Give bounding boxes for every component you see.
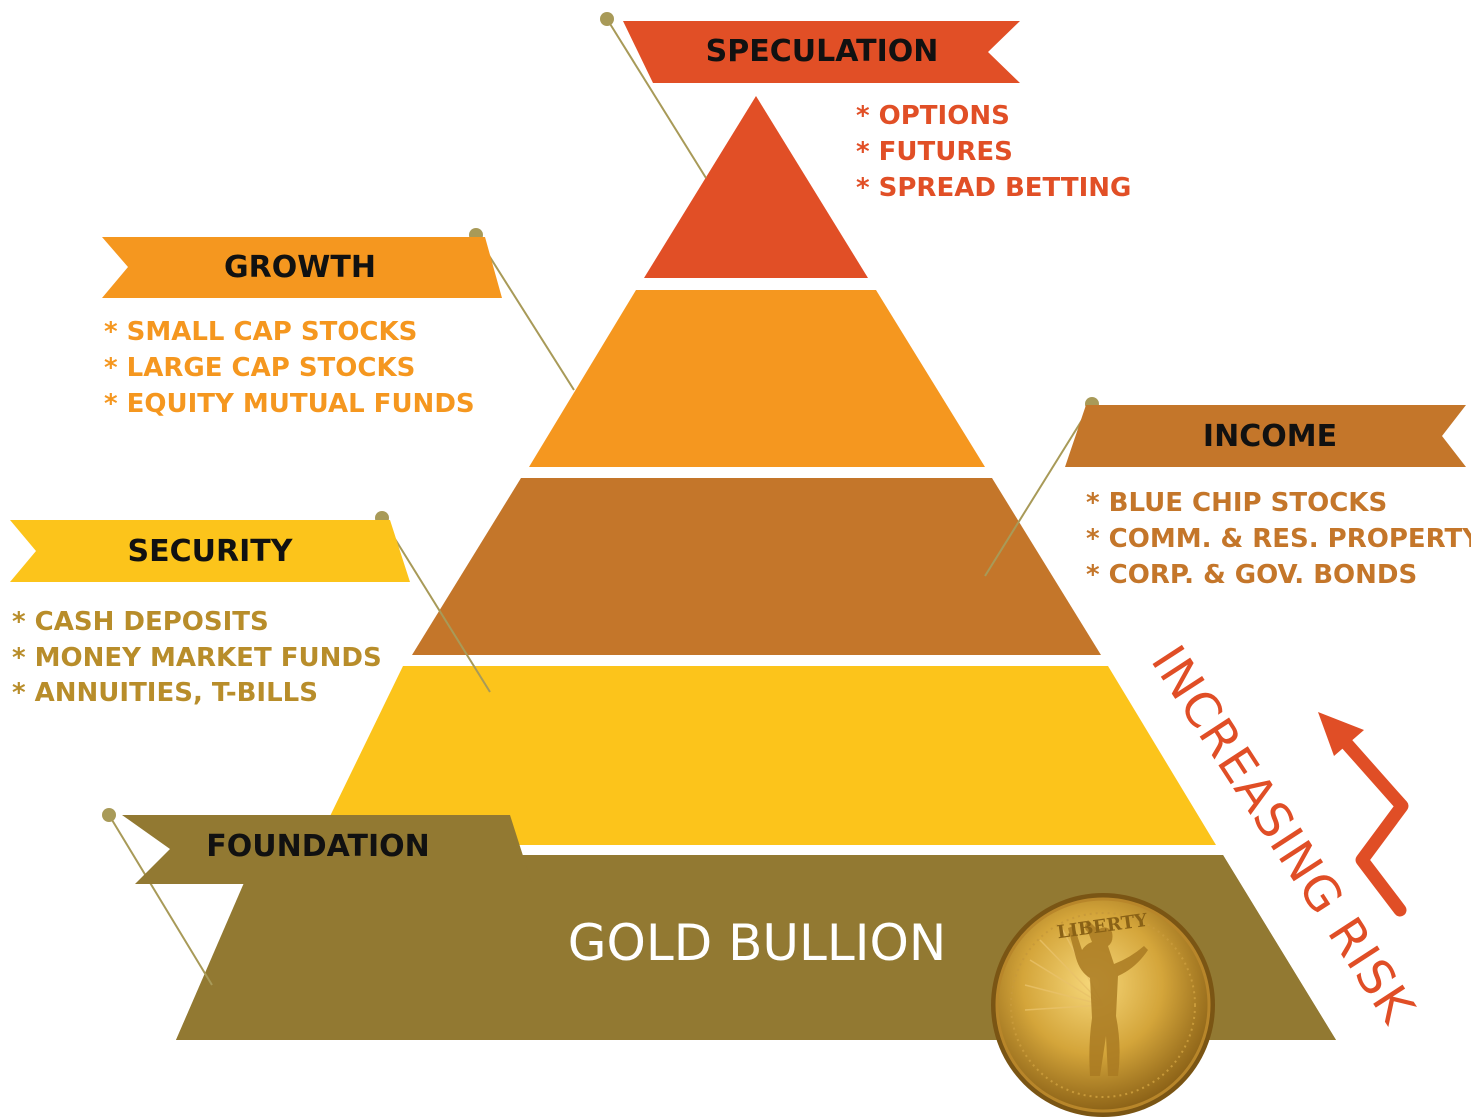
ribbon-speculation	[623, 21, 1020, 83]
risk-arrow-icon	[1318, 712, 1409, 917]
foundation-base-text: GOLD BULLION	[568, 914, 946, 972]
connector-lines	[108, 18, 1093, 986]
growth-item: * LARGE CAP STOCKS	[104, 353, 415, 383]
pyramid-tier-growth	[529, 290, 985, 467]
ribbon-foundation	[122, 815, 532, 884]
security-label: SECURITY	[128, 534, 294, 569]
ribbon-growth	[102, 237, 502, 298]
speculation-items: * OPTIONS * FUTURES * SPREAD BETTING	[856, 101, 1131, 203]
pyramid-tier-income	[412, 478, 1101, 655]
connector-growth	[475, 234, 575, 391]
income-item: * CORP. & GOV. BONDS	[1086, 560, 1417, 590]
income-items: * BLUE CHIP STOCKS * COMM. & RES. PROPER…	[1086, 488, 1471, 590]
connector-foundation	[108, 814, 213, 986]
security-item: * CASH DEPOSITS	[12, 607, 269, 637]
security-items: * CASH DEPOSITS * MONEY MARKET FUNDS * A…	[12, 607, 382, 708]
income-item: * BLUE CHIP STOCKS	[1086, 488, 1387, 518]
speculation-item: * OPTIONS	[856, 101, 1010, 131]
pyramid-tier-speculation	[644, 96, 868, 278]
foundation-label: FOUNDATION	[206, 829, 430, 864]
growth-items: * SMALL CAP STOCKS * LARGE CAP STOCKS * …	[104, 317, 475, 419]
speculation-item: * SPREAD BETTING	[856, 173, 1131, 203]
connector-speculation	[606, 18, 707, 179]
ribbon-income	[1065, 405, 1466, 467]
ribbon-security	[10, 520, 410, 582]
growth-item: * SMALL CAP STOCKS	[104, 317, 417, 347]
growth-label: GROWTH	[224, 250, 376, 285]
income-item: * COMM. & RES. PROPERTY	[1086, 524, 1471, 554]
security-item: * ANNUITIES, T-BILLS	[12, 678, 318, 708]
gold-coin-icon: LIBERTY	[991, 893, 1215, 1117]
speculation-item: * FUTURES	[856, 137, 1013, 167]
connector-security	[381, 517, 491, 693]
connector-income	[984, 403, 1093, 577]
pyramid-tier-security	[316, 666, 1216, 845]
speculation-label: SPECULATION	[706, 34, 939, 69]
income-label: INCOME	[1203, 419, 1337, 454]
security-item: * MONEY MARKET FUNDS	[12, 643, 382, 673]
growth-item: * EQUITY MUTUAL FUNDS	[104, 389, 475, 419]
